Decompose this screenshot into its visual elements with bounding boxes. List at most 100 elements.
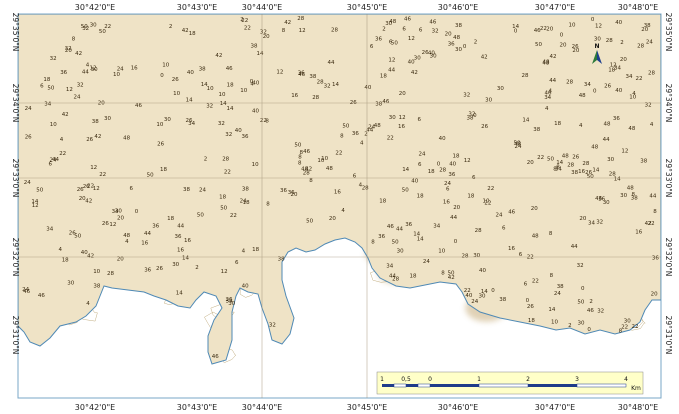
elevation-label: 30 xyxy=(91,67,98,73)
elevation-label: 42 xyxy=(284,20,291,26)
elevation-label: 40 xyxy=(187,70,194,76)
elevation-label: 40 xyxy=(439,136,446,142)
elevation-label: 34 xyxy=(433,224,440,230)
elevation-label: 38 xyxy=(571,170,578,176)
elevation-label: 0 xyxy=(560,32,564,38)
elevation-label: 34 xyxy=(626,74,633,80)
elevation-label: 26 xyxy=(572,155,579,161)
elevation-label: 12 xyxy=(32,203,39,209)
elevation-label: 30 xyxy=(620,193,627,199)
elevation-label: 44 xyxy=(649,194,656,200)
elevation-label: 4 xyxy=(242,249,246,255)
elevation-label: 0 xyxy=(135,209,139,215)
elevation-label: 2 xyxy=(364,132,368,138)
elevation-label: 48 xyxy=(628,126,635,132)
elevation-label: 32 xyxy=(468,111,475,117)
elevation-label: 28 xyxy=(297,16,304,22)
elevation-label: 24 xyxy=(646,39,653,45)
elevation-label: 46 xyxy=(429,20,436,26)
elevation-label: 46 xyxy=(387,224,394,230)
elevation-label: 42 xyxy=(305,166,312,172)
elevation-label: 6 xyxy=(418,162,422,168)
elevation-label: 6 xyxy=(389,40,393,46)
elevation-label: 38 xyxy=(467,116,474,122)
elevation-label: 24 xyxy=(471,299,478,305)
elevation-label: 14 xyxy=(417,236,424,242)
elevation-label: 48 xyxy=(627,186,634,192)
elevation-label: 18 xyxy=(554,121,561,127)
lon-label-bottom-4: 30°45'0"E xyxy=(347,403,387,412)
scale-tick-7: 4 xyxy=(624,376,628,383)
elevation-label: 24 xyxy=(423,259,430,265)
elevation-label: 10 xyxy=(629,95,636,101)
elevation-label: 40 xyxy=(615,88,622,94)
elevation-label: 42 xyxy=(550,54,557,60)
elevation-label: 22 xyxy=(244,25,251,31)
elevation-label: 22 xyxy=(230,213,237,219)
elevation-label: 28 xyxy=(475,228,482,234)
elevation-label: 38 xyxy=(242,187,249,193)
elevation-label: 30 xyxy=(578,320,585,326)
elevation-label: 28 xyxy=(331,27,338,33)
elevation-label: 38 xyxy=(199,66,206,72)
elevation-label: 18 xyxy=(62,258,69,264)
elevation-label: 12 xyxy=(90,66,97,72)
elevation-label: 44 xyxy=(603,137,610,143)
elevation-label: 22 xyxy=(241,18,248,24)
elevation-label: 26 xyxy=(102,221,109,227)
elevation-label: 28 xyxy=(606,38,613,44)
elevation-label: 50 xyxy=(220,206,227,212)
lon-label-bottom-3: 30°44'0"E xyxy=(242,403,282,412)
elevation-label: 18 xyxy=(417,194,424,200)
elevation-label: 14 xyxy=(227,106,234,112)
elevation-label: 8 xyxy=(298,155,302,161)
elevation-label: 38 xyxy=(533,127,540,133)
elevation-label: 30 xyxy=(430,54,437,60)
elevation-label: 28 xyxy=(439,167,446,173)
elevation-label: 10 xyxy=(173,91,180,97)
elevation-label: 26 xyxy=(186,118,193,124)
elevation-label: 6 xyxy=(402,26,406,32)
elevation-label: 24 xyxy=(240,198,247,204)
elevation-label: 6 xyxy=(49,162,53,168)
elevation-label: 46 xyxy=(226,66,233,72)
elevation-label: 32 xyxy=(324,84,331,90)
elevation-label: 48 xyxy=(123,233,130,239)
elevation-label: 40 xyxy=(235,128,242,134)
elevation-label: 10 xyxy=(50,122,57,128)
elevation-label: 20 xyxy=(560,43,567,49)
elevation-label: 20 xyxy=(641,27,648,33)
elevation-label: 44 xyxy=(82,70,89,76)
elevation-label: 28 xyxy=(582,161,589,167)
scale-tick-2: 0,5 xyxy=(401,376,411,383)
elevation-label: 40 xyxy=(252,80,259,86)
elevation-label: 36 xyxy=(352,131,359,137)
elevation-label: 18 xyxy=(167,216,174,222)
elevation-label: 2 xyxy=(240,17,244,23)
elevation-label: 24 xyxy=(74,95,81,101)
elevation-label: 26 xyxy=(69,230,76,236)
elevation-label: 50 xyxy=(402,188,409,194)
elevation-label: 32 xyxy=(597,308,604,314)
elevation-label: 32 xyxy=(218,121,225,127)
elevation-label: 44 xyxy=(144,231,151,237)
elevation-label: 28 xyxy=(648,70,655,76)
elevation-label: 14 xyxy=(413,232,420,238)
elevation-label: 40 xyxy=(465,293,472,299)
elevation-label: 32 xyxy=(577,263,584,269)
elevation-label: 44 xyxy=(450,215,457,221)
north-arrow-icon: N xyxy=(592,43,602,64)
elevation-label: 20 xyxy=(65,48,72,54)
elevation-label: 48 xyxy=(604,122,611,128)
elevation-label: 28 xyxy=(462,254,469,260)
elevation-label: 4 xyxy=(341,208,345,214)
graticule xyxy=(18,14,661,398)
elevation-label: 4 xyxy=(86,301,90,307)
elevation-label: 50 xyxy=(294,142,301,148)
elevation-label: 22 xyxy=(487,186,494,192)
elevation-labels: 4610402834383018361028161203262684418242… xyxy=(22,16,659,360)
elevation-label: 8 xyxy=(556,165,560,171)
elevation-label: 34 xyxy=(588,221,595,227)
scale-tick-4: 1 xyxy=(477,376,481,383)
